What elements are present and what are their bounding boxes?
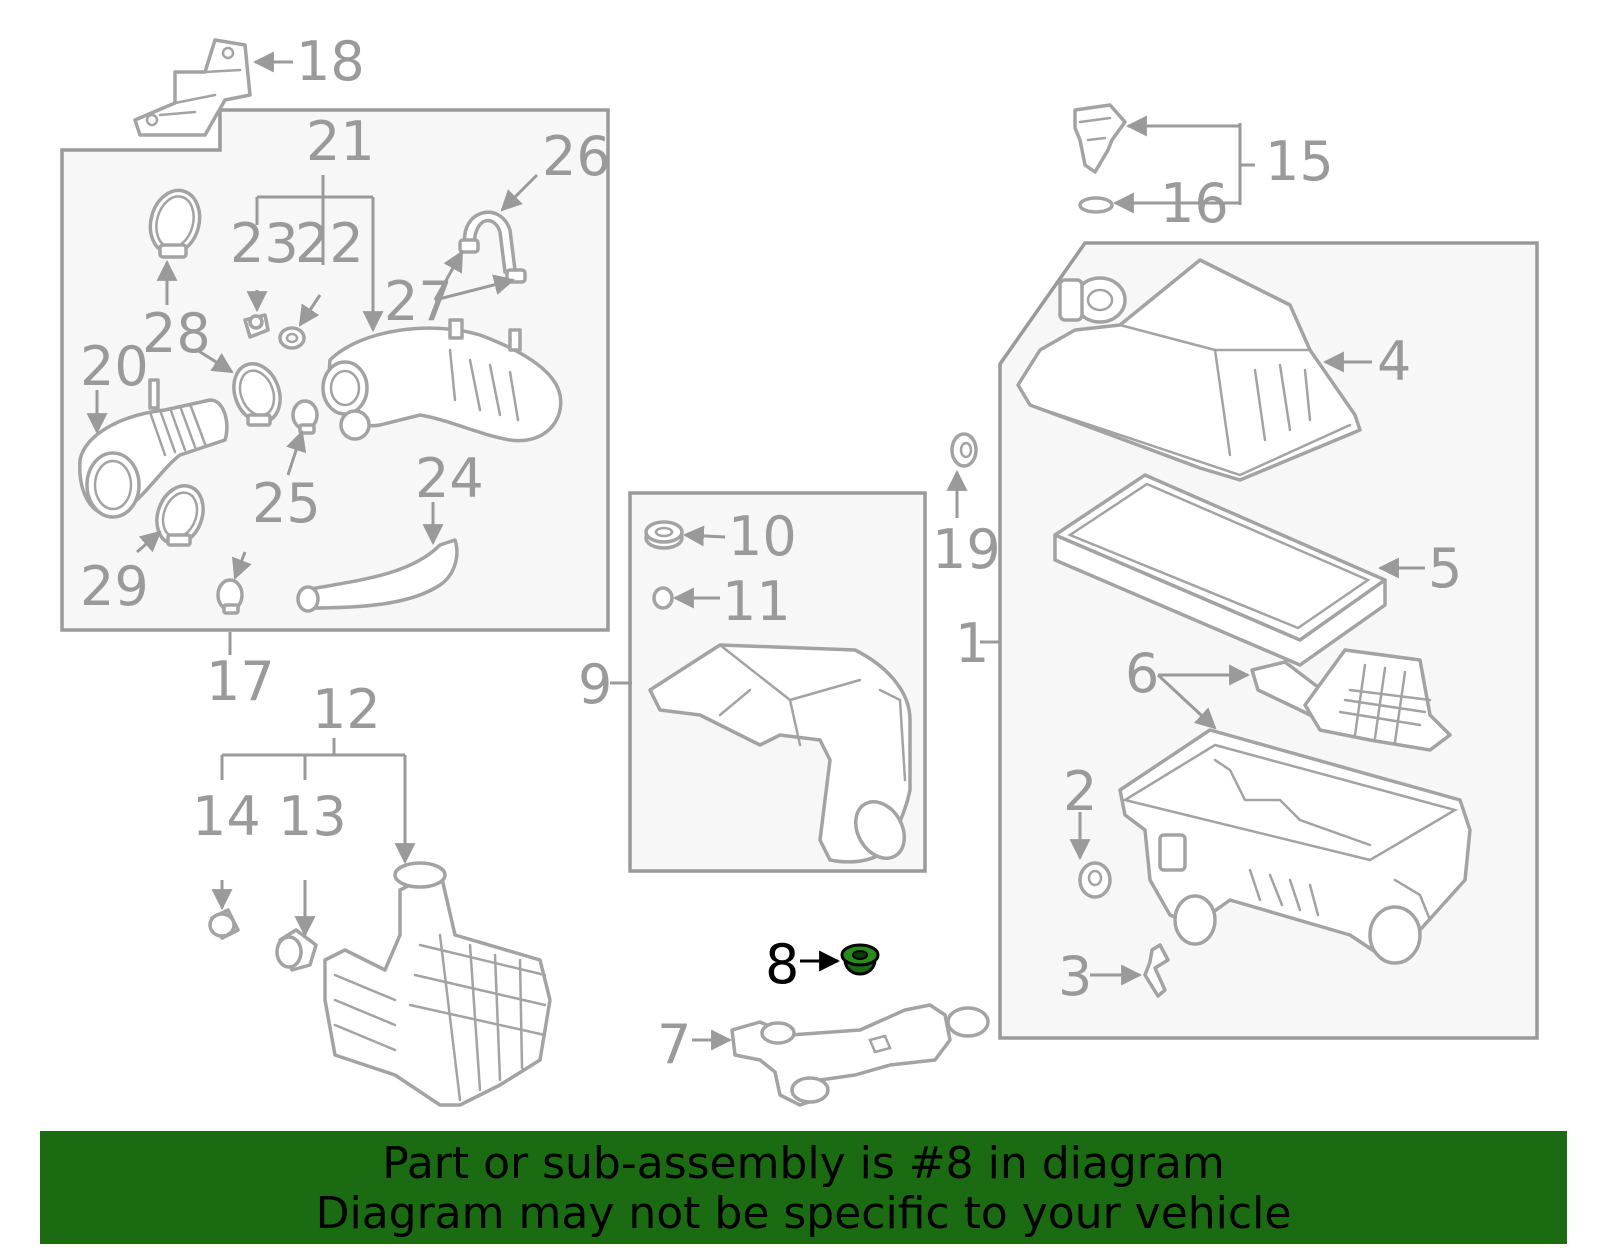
fitting-23: [243, 313, 270, 339]
sleeve-13: [275, 928, 318, 972]
callout-28: 28: [142, 302, 211, 365]
callout-25: 25: [252, 472, 321, 535]
clamp-29: [155, 484, 205, 547]
sleeve-14: [208, 908, 240, 940]
lower-case: [1118, 728, 1472, 965]
callout-20: 20: [80, 335, 149, 398]
grommet-2: [1078, 861, 1112, 899]
callout-7: 7: [657, 1013, 691, 1076]
callout-18: 18: [296, 30, 365, 93]
sensor-15: [1073, 103, 1127, 174]
banner-line-1: Part or sub-assembly is #8 in diagram: [382, 1138, 1225, 1189]
callout-19: 19: [932, 518, 1001, 581]
resonator-9: [648, 643, 912, 864]
callout-labels: 18 21 26 23 22 27 28 20 25 24 29 17 12 1…: [80, 30, 1462, 1076]
callout-27: 27: [384, 270, 453, 333]
grommet-19: [950, 432, 978, 468]
grommet-22: [278, 326, 306, 350]
callout-26: 26: [542, 125, 611, 188]
grommet-11: [652, 586, 674, 610]
callout-6: 6: [1125, 642, 1159, 705]
callout-4: 4: [1377, 330, 1411, 393]
air-filter-5: [1053, 473, 1387, 667]
callout-24: 24: [415, 447, 484, 510]
leader-lines: [86, 51, 1425, 1051]
callout-9: 9: [578, 653, 612, 716]
duct-6: [1250, 648, 1452, 752]
bracket-7: [730, 1003, 990, 1107]
callout-23: 23: [230, 212, 299, 275]
callout-29: 29: [80, 555, 149, 618]
callout-13: 13: [278, 785, 347, 848]
callout-17: 17: [206, 650, 275, 713]
callout-21: 21: [306, 110, 375, 173]
clamp-28b: [232, 362, 282, 427]
callout-22: 22: [295, 212, 364, 275]
info-banner: Part or sub-assembly is #8 in diagram Di…: [40, 1131, 1567, 1244]
callout-15: 15: [1265, 130, 1334, 193]
resonator-box-12: [323, 861, 552, 1107]
o-ring-16: [1078, 196, 1114, 214]
callout-11: 11: [722, 570, 791, 633]
upper-cover-4: [1016, 258, 1362, 482]
plug-8-highlighted[interactable]: [840, 943, 880, 976]
clip-3: [1143, 943, 1170, 998]
inlet-hose-20: [78, 378, 229, 519]
clamp-28: [148, 188, 202, 259]
callout-14: 14: [192, 785, 261, 848]
intake-duct-21: [321, 318, 563, 443]
callout-1: 1: [955, 612, 989, 675]
bracket-18: [133, 38, 252, 137]
grommet-10: [644, 520, 684, 550]
callout-10: 10: [728, 505, 797, 568]
banner-line-2: Diagram may not be specific to your vehi…: [315, 1188, 1292, 1239]
callout-12: 12: [312, 678, 381, 741]
callout-5: 5: [1428, 537, 1462, 600]
callout-16: 16: [1160, 172, 1229, 235]
callout-8[interactable]: 8: [765, 933, 799, 996]
callout-2: 2: [1063, 760, 1097, 823]
clamp-17: [216, 578, 244, 615]
callout-3: 3: [1058, 945, 1092, 1008]
hose-24: [296, 538, 459, 613]
